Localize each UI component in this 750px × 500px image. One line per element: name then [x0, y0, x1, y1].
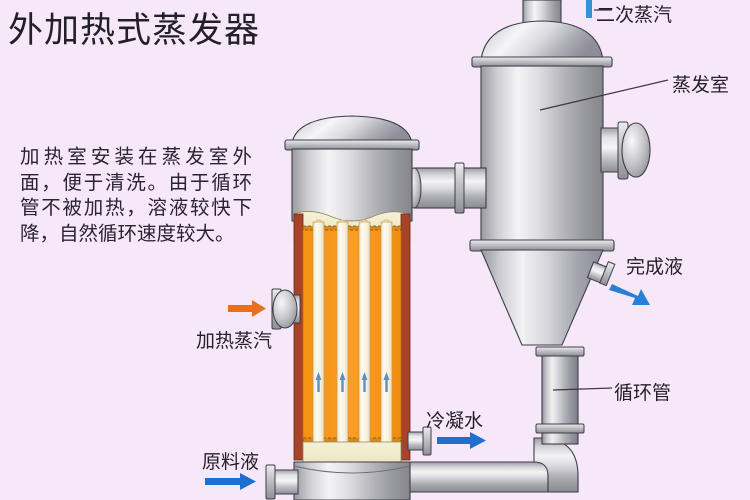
evaporation-chamber-group — [469, 0, 651, 346]
condensate-nozzle — [407, 426, 432, 456]
label-finished-liquid: 完成液 — [626, 257, 684, 278]
heating-steam-nozzle — [271, 288, 301, 330]
finished-liquid-nozzle — [586, 261, 616, 287]
flow-arrows — [205, 0, 650, 490]
description-text: 加热室安装在蒸发室外面，便于清洗。由于循环管不被加热，溶液较快下降，自然循环速度… — [20, 147, 252, 245]
tube-rise-arrows — [315, 372, 390, 392]
label-evaporation-chamber: 蒸发室 — [672, 75, 730, 96]
label-secondary-steam: 二次蒸汽 — [596, 5, 673, 26]
heating-steam-arrow — [228, 300, 266, 317]
label-condensate: 冷凝水 — [426, 411, 484, 432]
heating-chamber-group — [265, 115, 432, 500]
label-circulation-pipe: 循环管 — [614, 383, 672, 404]
condensate-arrow — [437, 432, 486, 449]
leader-lines — [539, 9, 669, 391]
feed-liquid-arrow — [205, 473, 256, 490]
finished-liquid-arrow — [609, 284, 650, 305]
label-heating-steam: 加热蒸汽 — [196, 331, 273, 352]
sight-glass-nozzle — [600, 121, 651, 180]
secondary-steam-arrow — [586, 0, 592, 18]
connecting-pipe-group — [406, 162, 487, 214]
label-feed-liquid: 原料液 — [202, 452, 260, 473]
page-title: 外加热式蒸发器 — [8, 11, 261, 50]
feed-liquid-nozzle — [265, 464, 299, 500]
leader-circulation-pipe — [552, 387, 613, 391]
leader-evaporation-chamber — [539, 79, 669, 111]
